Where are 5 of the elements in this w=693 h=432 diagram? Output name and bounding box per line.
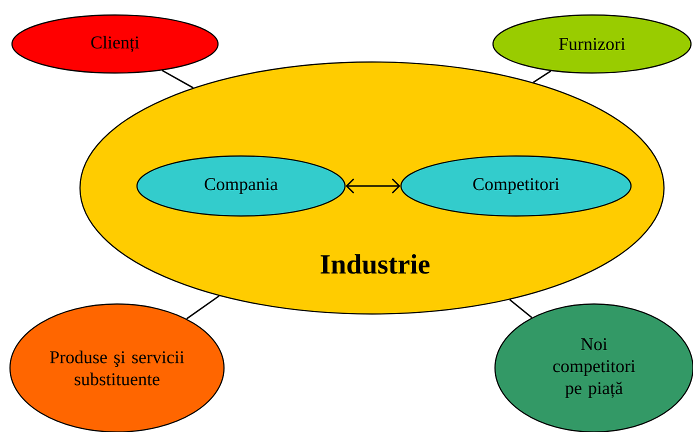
connector-line [532, 70, 552, 84]
connector-line [186, 295, 220, 320]
connector-line [162, 70, 194, 88]
connector-line [509, 299, 532, 318]
double-arrow [346, 178, 400, 194]
